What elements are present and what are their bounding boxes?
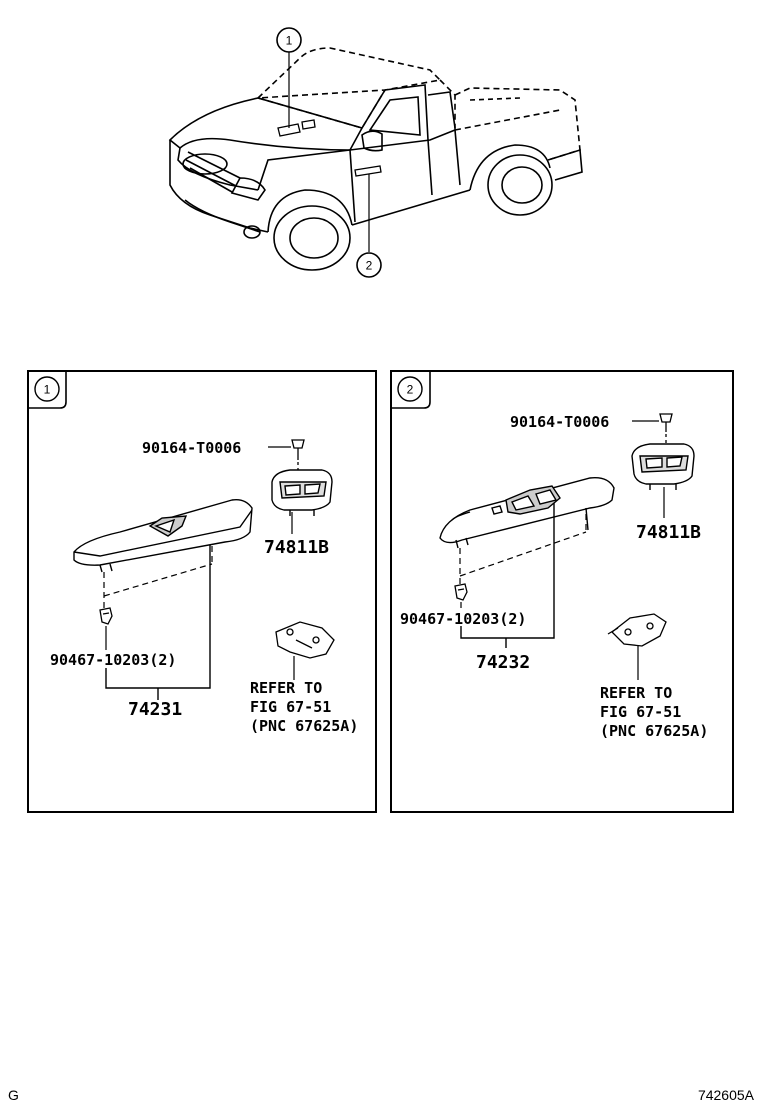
- panel-2-refer-line1: REFER TO: [600, 684, 672, 702]
- panel-1-clip-label: 90467-10203(2): [50, 651, 176, 669]
- panel-1-assembly-label: 74231: [128, 699, 182, 720]
- panel-1-screw-label: 90164-T0006: [142, 439, 241, 457]
- screw-90164: [291, 439, 305, 472]
- screw-90164: [659, 413, 673, 444]
- panel-1-refer-line3: (PNC 67625A): [250, 717, 358, 735]
- panel-2-refer-line2: FIG 67-51: [600, 703, 681, 721]
- clip-90467: [99, 607, 113, 625]
- panel-1-bezel-label: 74811B: [264, 537, 329, 558]
- truck-illustration: [168, 47, 583, 271]
- bracket-refer-67625a: [607, 613, 667, 647]
- switch-bezel-74811b: [631, 443, 695, 490]
- footer-figure-code: 742605A: [698, 1087, 755, 1103]
- panel-2: 2: [390, 370, 734, 813]
- bracket-refer-67625a: [275, 621, 335, 659]
- switch-bezel-74811b: [271, 469, 333, 516]
- footer-left-code: G: [8, 1087, 19, 1103]
- panel-2-assembly-label: 74232: [476, 652, 530, 673]
- panel-2-refer-line3: (PNC 67625A): [600, 722, 708, 740]
- callout-2-marker: 2: [356, 252, 382, 278]
- callout-1-marker: 1: [276, 27, 302, 53]
- svg-text:2: 2: [366, 259, 373, 273]
- switch-base-74232: [439, 477, 615, 549]
- panel-2-clip-label: 90467-10203(2): [400, 610, 526, 628]
- switch-base-74231: [73, 498, 253, 573]
- svg-text:1: 1: [286, 34, 293, 48]
- panel-1-refer-line1: REFER TO: [250, 679, 322, 697]
- panel-1-refer-line2: FIG 67-51: [250, 698, 331, 716]
- panel-2-screw-label: 90164-T0006: [510, 413, 609, 431]
- panel-2-bezel-label: 74811B: [636, 522, 701, 543]
- panel-1-callout: 1: [44, 383, 51, 397]
- panel-1: 1: [27, 370, 377, 813]
- clip-90467: [454, 583, 468, 601]
- panel-2-callout: 2: [407, 383, 414, 397]
